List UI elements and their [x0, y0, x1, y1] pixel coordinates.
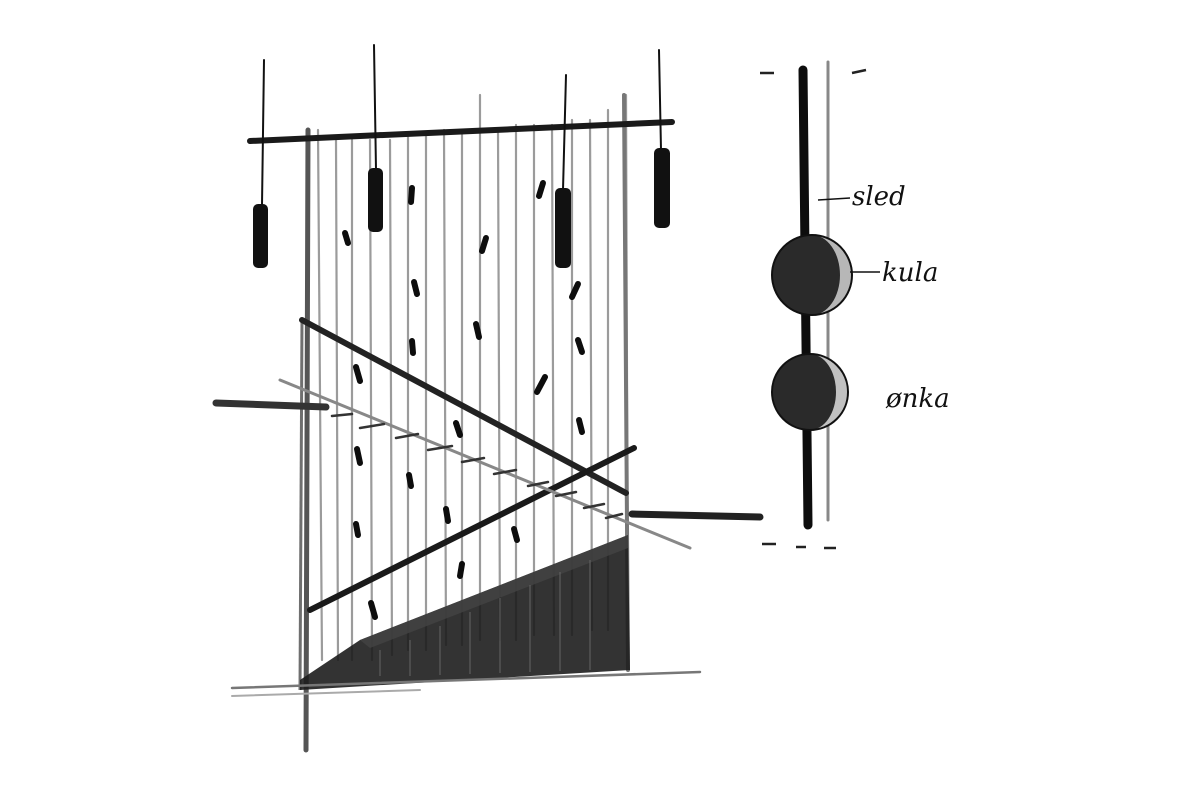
- onka-ball: [772, 354, 848, 430]
- heddle-bar-left: [212, 399, 330, 411]
- top-beam: [247, 119, 675, 144]
- detail-sketch: [760, 60, 880, 550]
- label-sled: sled: [852, 182, 906, 212]
- label-onka: ønka: [886, 384, 950, 414]
- kula-ball: [772, 235, 852, 315]
- pattern-marks: [342, 180, 585, 620]
- ground-line: [230, 670, 702, 690]
- shed-rod-lower: [307, 445, 637, 613]
- heddle-rod: [278, 378, 692, 550]
- left-post: [303, 127, 311, 753]
- heddle-ticks: [330, 412, 624, 520]
- woven-cloth: [300, 535, 630, 690]
- label-kula: kula: [882, 258, 939, 288]
- hanging-weights: [253, 44, 670, 268]
- heddle-bar-right: [628, 510, 764, 521]
- shed-rod-upper: [299, 317, 629, 496]
